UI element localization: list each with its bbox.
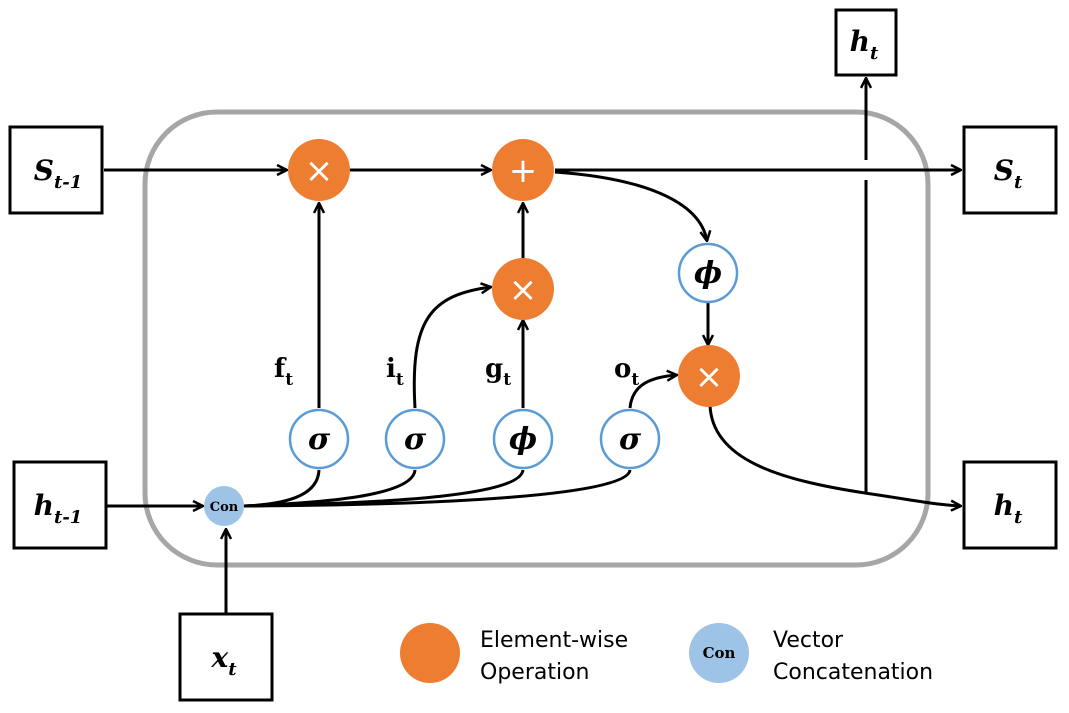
legend-elementwise-line2: Operation (480, 660, 589, 685)
concatenation-node: Con (204, 486, 244, 526)
svg-text:St-1: St-1 (34, 154, 83, 193)
forget-gate-sigmoid: σ (288, 408, 350, 470)
output-gate-sigmoid: σ (599, 408, 661, 470)
legend: Element-wise Operation Con Vector Concat… (400, 623, 933, 685)
multiply-symbol: × (305, 151, 334, 191)
legend-concat-icon-label: Con (703, 644, 736, 662)
multiply-symbol: × (509, 270, 538, 310)
wire-output-gate-curve (628, 375, 677, 409)
x-main: x (210, 641, 228, 674)
h-top-sub: t (870, 43, 879, 64)
s-main: S (994, 154, 1014, 187)
wire-input-gate-curve (412, 287, 491, 409)
gate-label-o: ot (614, 354, 639, 390)
h-prev-main: h (34, 489, 54, 522)
output-box-s: St (962, 125, 1058, 215)
sigma-symbol: σ (308, 422, 331, 457)
output-box-h: ht (962, 460, 1058, 550)
svg-text:ht: ht (850, 25, 879, 64)
h-main: h (994, 489, 1014, 522)
cell-tanh-node: ϕ (677, 242, 739, 304)
sigma-symbol: σ (619, 422, 642, 457)
add-symbol: + (509, 151, 538, 191)
svg-text:xt: xt (210, 641, 237, 680)
sigma-symbol: σ (404, 422, 427, 457)
x-sub: t (228, 659, 237, 680)
gate-label-i: it (386, 354, 404, 390)
wire-con-to-forget (243, 469, 321, 508)
wire-con-to-output (243, 469, 632, 508)
lstm-cell-boundary (142, 109, 931, 568)
input-multiply-node: × (492, 258, 554, 320)
h-prev-sub: t-1 (54, 507, 82, 528)
input-box-h-prev: ht-1 (12, 460, 108, 550)
input-box-x: xt (178, 612, 274, 702)
h-top-main: h (850, 25, 870, 58)
candidate-tanh: ϕ (492, 408, 554, 470)
wire-add-to-phi (554, 170, 707, 241)
s-sub: t (1014, 172, 1023, 193)
output-multiply-node: × (678, 345, 740, 407)
s-prev-main: S (34, 154, 54, 187)
phi-symbol: ϕ (509, 422, 537, 457)
h-sub: t (1014, 507, 1023, 528)
input-gate-sigmoid: σ (384, 408, 446, 470)
legend-concat-line2: Concatenation (773, 660, 933, 685)
legend-concat-icon (689, 623, 749, 683)
legend-elementwise-line1: Element-wise (480, 628, 628, 653)
s-prev-sub: t-1 (54, 172, 82, 193)
cell-add-node: + (492, 139, 554, 201)
svg-text:ht: ht (994, 489, 1023, 528)
svg-text:St: St (994, 154, 1023, 193)
gate-label-f: ft (274, 354, 293, 390)
con-label: Con (210, 500, 239, 515)
legend-elementwise-icon (400, 623, 460, 683)
output-box-h-top: ht (834, 8, 898, 77)
legend-concat-line1: Vector (773, 628, 844, 653)
forget-multiply-node: × (288, 139, 350, 201)
multiply-symbol: × (695, 357, 724, 397)
svg-text:ht-1: ht-1 (34, 489, 83, 528)
wire-output-mult-to-h (708, 404, 961, 506)
input-box-s-prev: St-1 (8, 125, 104, 215)
phi-symbol: ϕ (694, 256, 722, 291)
gate-label-g: gt (485, 354, 511, 390)
